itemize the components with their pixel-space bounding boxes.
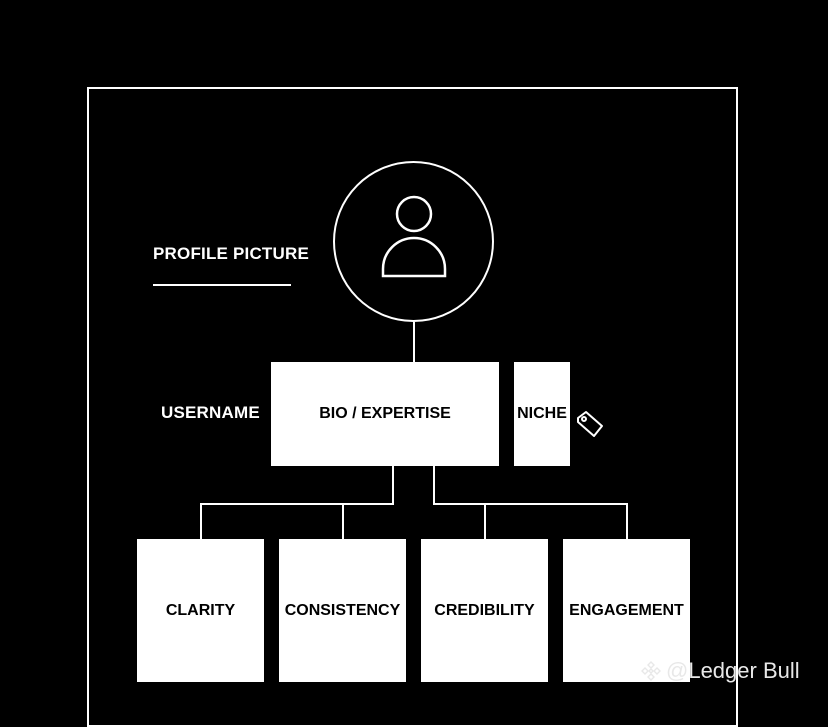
niche-box: NICHE	[514, 362, 570, 466]
username-label: USERNAME	[161, 403, 260, 422]
watermark: @Ledger Bull	[640, 658, 800, 684]
user-icon	[381, 195, 447, 278]
bio-expertise-box: BIO / EXPERTISE	[271, 362, 499, 466]
pillar-label: ENGAGEMENT	[569, 601, 684, 619]
bio-to-left-pillars-connector	[200, 466, 394, 539]
profile-picture-underline	[153, 284, 291, 286]
bio-to-right-pillars-connector	[433, 466, 628, 539]
pillar-box-credibility: CREDIBILITY	[421, 539, 548, 682]
pillar-box-engagement: ENGAGEMENT	[563, 539, 690, 682]
watermark-text: @Ledger Bull	[666, 658, 800, 683]
binance-logo-icon	[641, 661, 661, 681]
tag-icon	[577, 411, 603, 437]
pillar-box-consistency: CONSISTENCY	[279, 539, 406, 682]
profile-picture-circle	[333, 161, 494, 322]
profile-picture-label: PROFILE PICTURE	[153, 244, 310, 263]
connector-lines	[200, 322, 628, 539]
niche-label: NICHE	[517, 405, 567, 422]
pillar-box-clarity: CLARITY	[137, 539, 264, 682]
pillar-label: CLARITY	[165, 601, 236, 619]
pillar-label: CONSISTENCY	[284, 601, 401, 619]
pillar-label: CREDIBILITY	[434, 601, 535, 619]
bio-expertise-label: BIO / EXPERTISE	[319, 405, 451, 422]
